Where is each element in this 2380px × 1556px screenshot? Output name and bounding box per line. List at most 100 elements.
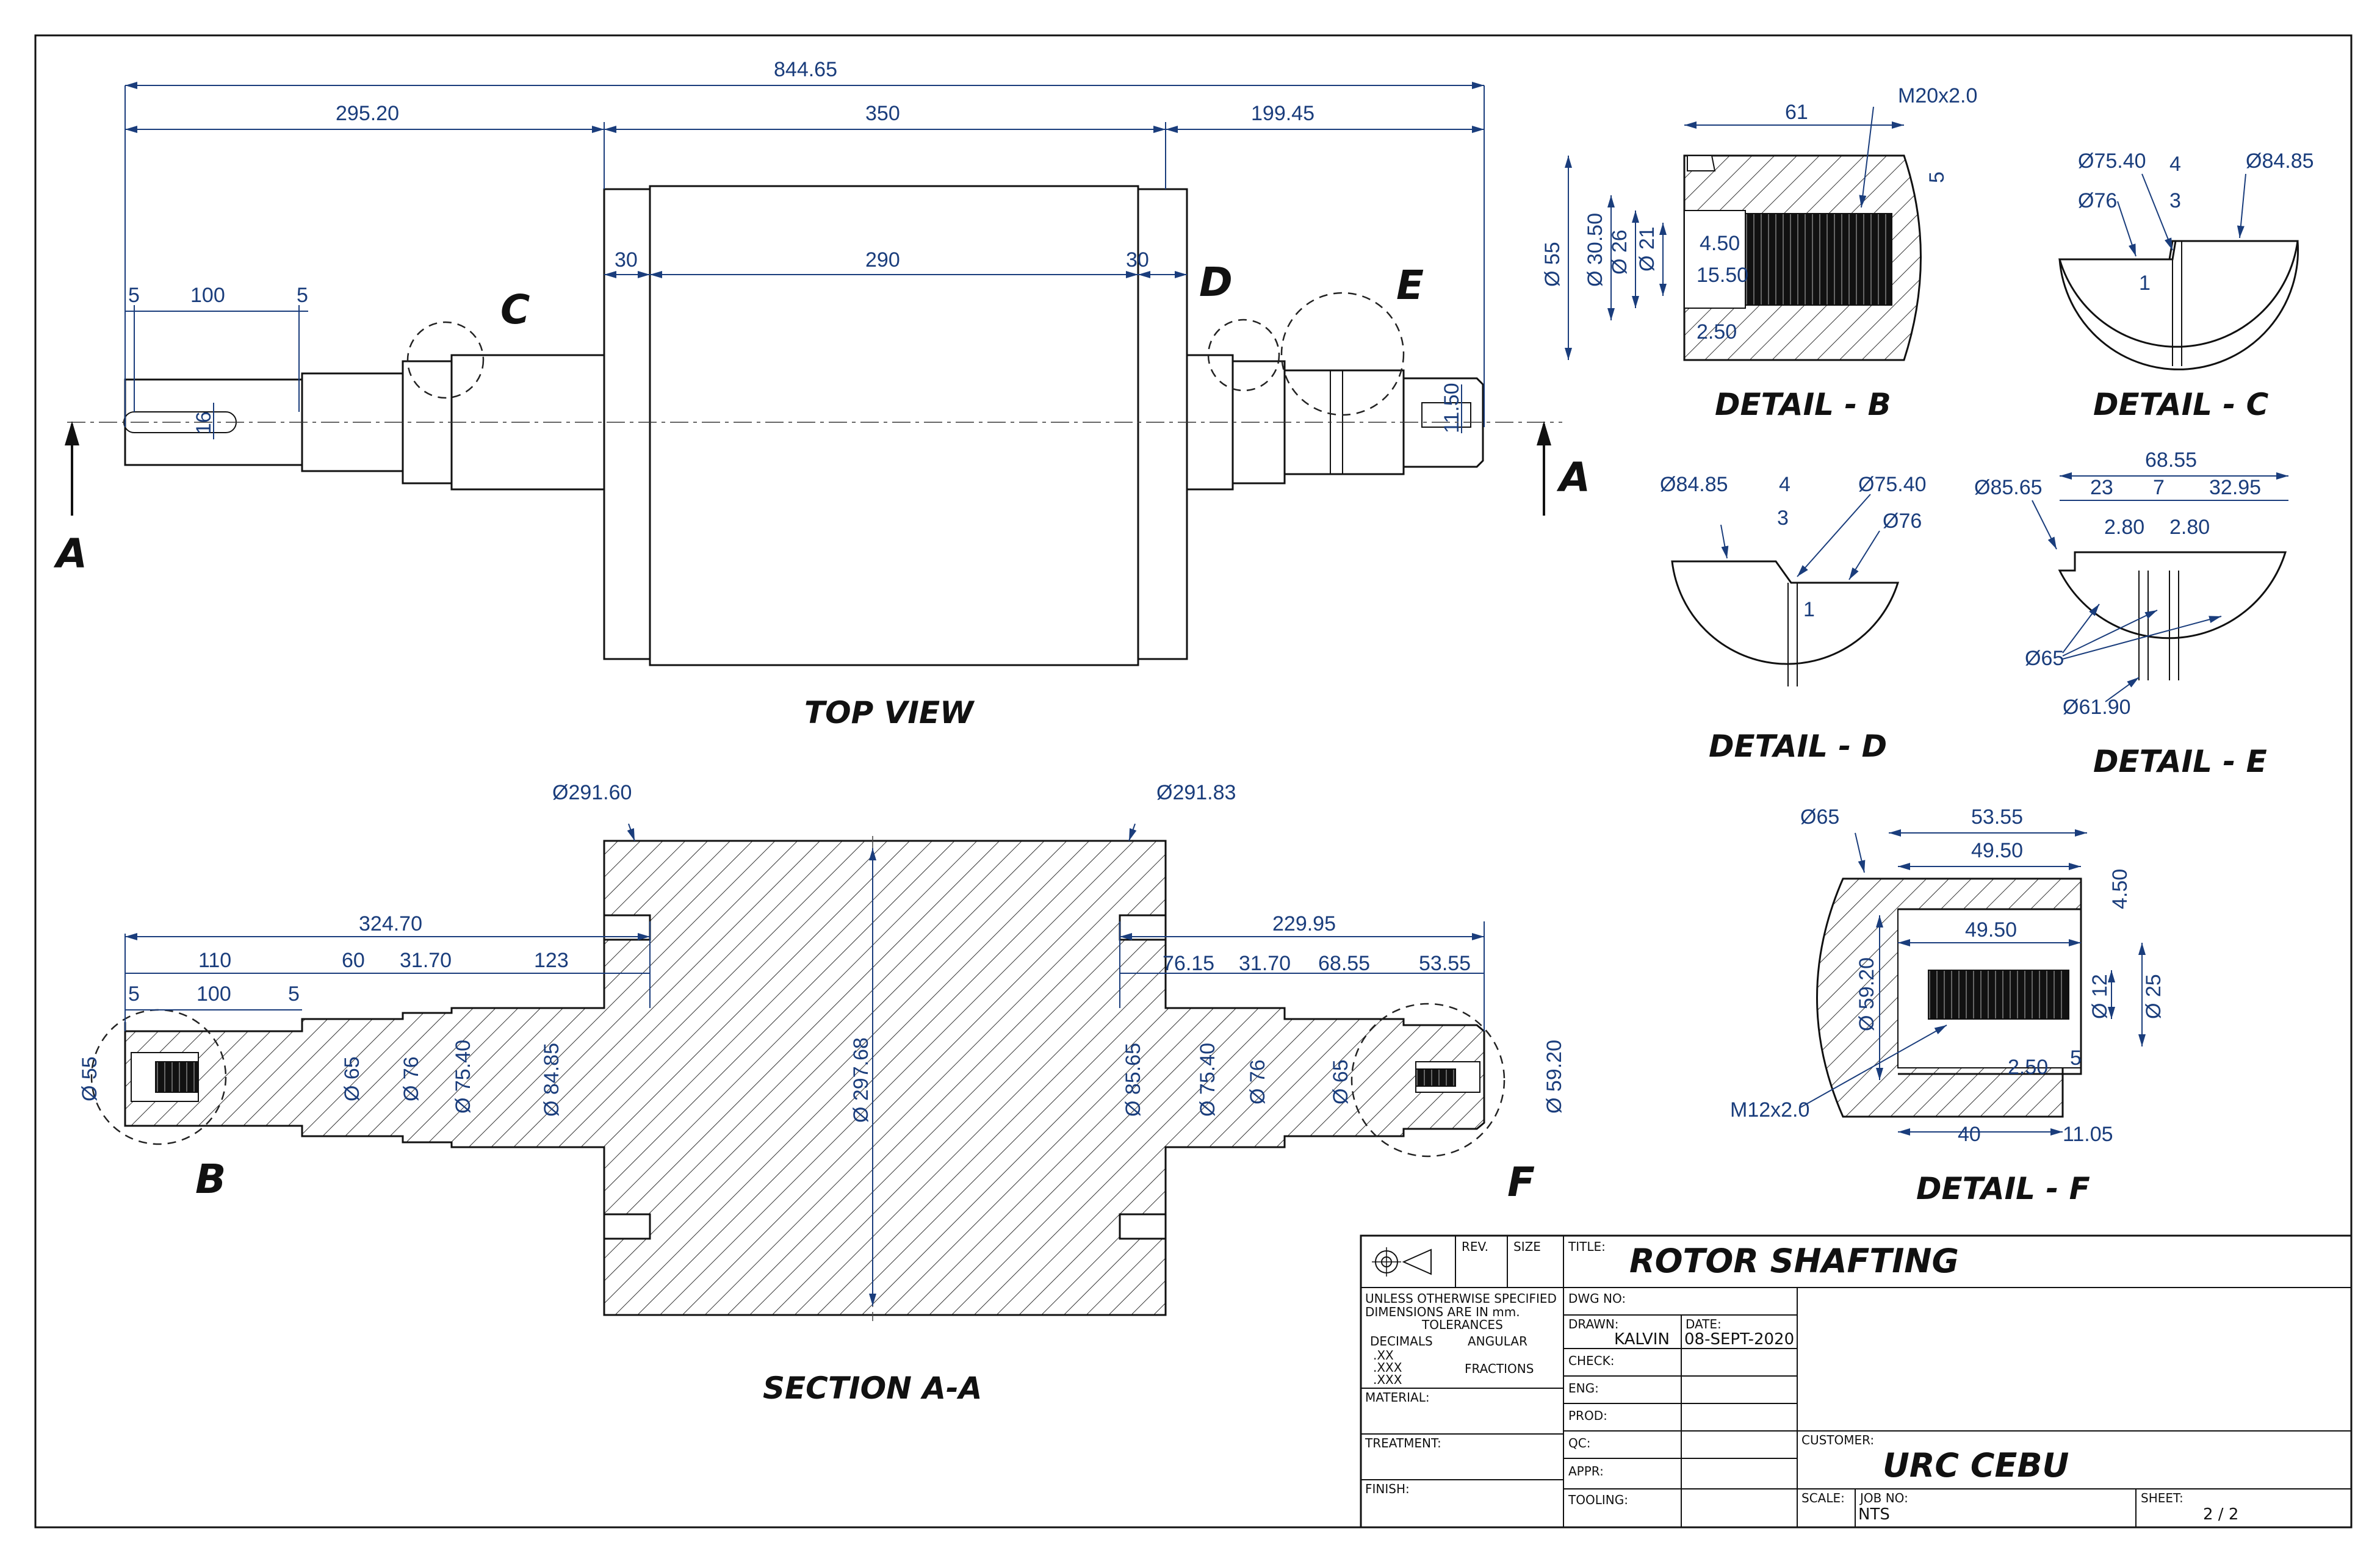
dim-d76b: Ø 76 xyxy=(1246,1059,1269,1104)
dim-l5a: 5 xyxy=(128,982,140,1006)
title-block: REV. SIZE TITLE: ROTOR SHAFTING UNLESS O… xyxy=(1360,1234,2353,1529)
dim-l31-70: 31.70 xyxy=(400,949,452,972)
detail-b-caption: DETAIL - B xyxy=(1715,387,1891,422)
detail-b-l2-50: 2.50 xyxy=(1697,320,1737,344)
dim-d65a: Ø 65 xyxy=(341,1056,364,1101)
detail-f-d59-20: Ø 59.20 xyxy=(1855,957,1878,1031)
detail-b-d26: Ø 26 xyxy=(1608,229,1631,275)
detail-c-d84-85: Ø84.85 xyxy=(2246,149,2314,173)
section-arrow-a-left: A xyxy=(53,530,87,577)
detail-f-w4-50: 4.50 xyxy=(2108,869,2132,909)
decimals-label: DECIMALS xyxy=(1370,1334,1433,1349)
dim-l100: 100 xyxy=(197,982,231,1006)
detail-e-d61-90: Ø61.90 xyxy=(2063,696,2131,719)
appr-label: APPR: xyxy=(1568,1464,1604,1479)
tooling-label: TOOLING: xyxy=(1568,1493,1628,1507)
angular-label: ANGULAR xyxy=(1468,1334,1527,1349)
dim-l110: 110 xyxy=(198,949,231,972)
dim-r31-70: 31.70 xyxy=(1239,952,1291,975)
detail-c-w4: 4 xyxy=(2169,153,2181,176)
detail-f-d65: Ø65 xyxy=(1800,805,1839,829)
detail-e: 68.55 Ø85.65 23 7 32.95 2.80 2.80 Ø65 Ø6… xyxy=(1974,448,2288,719)
dim-d59-20: Ø 59.20 xyxy=(1543,1040,1566,1114)
qc-label: QC: xyxy=(1568,1436,1590,1450)
tolerance-note-2: DIMENSIONS ARE IN mm. xyxy=(1365,1305,1520,1319)
detail-f-circle xyxy=(1350,1003,1506,1158)
eng-label: ENG: xyxy=(1568,1381,1599,1396)
detail-b-len: 61 xyxy=(1785,101,1808,124)
detail-f-l49-50b: 49.50 xyxy=(1965,918,2017,942)
job-no-label: JOB NO: xyxy=(1859,1491,1908,1505)
detail-e-label: E xyxy=(1396,262,1424,309)
detail-c: Ø75.40 4 Ø84.85 Ø76 3 1 xyxy=(2058,149,2314,371)
dim-key-length: 100 xyxy=(190,284,225,307)
detail-e-circle xyxy=(1280,292,1405,416)
prod-label: PROD: xyxy=(1568,1408,1607,1423)
detail-f: Ø65 53.55 49.50 49.50 4.50 Ø 59.20 Ø 12 … xyxy=(1730,805,2165,1146)
detail-d-d76: Ø76 xyxy=(1883,510,1922,533)
dim-slot: 11.50 xyxy=(1440,383,1463,433)
top-view: A A C D E 844.65 295.20 350 199.45 30 29… xyxy=(53,58,1590,666)
detail-f-label: F xyxy=(1507,1159,1535,1206)
detail-d-caption: DETAIL - D xyxy=(1709,729,1887,764)
dim-l5b: 5 xyxy=(288,982,300,1006)
detail-c-caption: DETAIL - C xyxy=(2093,387,2269,422)
detail-d-d84-85: Ø84.85 xyxy=(1660,473,1728,496)
dim-right-total: 229.95 xyxy=(1272,912,1336,935)
detail-b-thread: M20x2.0 xyxy=(1898,84,1977,107)
detail-f-caption: DETAIL - F xyxy=(1916,1171,2090,1206)
detail-e-total: 68.55 xyxy=(2145,448,2197,472)
detail-b-l4-50: 4.50 xyxy=(1700,232,1740,255)
material-label: MATERIAL: xyxy=(1365,1390,1430,1405)
dim-d75-40b: Ø 75.40 xyxy=(1196,1043,1219,1117)
detail-e-l7: 7 xyxy=(2153,476,2165,499)
detail-b-d30-50: Ø 30.50 xyxy=(1584,213,1607,287)
detail-f-thread: M12x2.0 xyxy=(1730,1098,1809,1122)
date-value: 08-SEPT-2020 xyxy=(1684,1330,1794,1349)
dwg-no-label: DWG NO: xyxy=(1568,1291,1626,1306)
detail-f-l11-05: 11.05 xyxy=(2063,1123,2113,1146)
detail-b: M20x2.0 61 5 Ø 55 Ø 30.50 Ø 26 Ø 21 4.50… xyxy=(1541,84,1977,361)
fractions-label: FRACTIONS xyxy=(1465,1361,1534,1376)
detail-f-d12: Ø 12 xyxy=(2088,974,2111,1019)
detail-b-label: B xyxy=(195,1156,226,1203)
dim-body: 290 xyxy=(865,248,900,272)
section-arrow-a-right: A xyxy=(1556,454,1590,501)
drawn-by: KALVIN xyxy=(1614,1330,1670,1349)
detail-f-l40: 40 xyxy=(1958,1123,1981,1146)
detail-b-d21: Ø 21 xyxy=(1635,226,1659,272)
dim-r76-15: 76.15 xyxy=(1163,952,1214,975)
section-a-a: B F Ø291.60 Ø291.83 324.70 229.95 110 60… xyxy=(78,781,1566,1321)
dim-r53-55: 53.55 xyxy=(1419,952,1471,975)
detail-e-d65: Ø65 xyxy=(2025,647,2064,670)
detail-e-d85-65: Ø85.65 xyxy=(1974,476,2043,499)
date-label: DATE: xyxy=(1686,1317,1722,1331)
detail-e-caption: DETAIL - E xyxy=(2093,744,2267,779)
scale-label: SCALE: xyxy=(1801,1491,1845,1505)
dim-d297-68: Ø 297.68 xyxy=(849,1037,873,1123)
customer-name: URC CEBU xyxy=(1883,1446,2069,1485)
dim-left-total: 324.70 xyxy=(359,912,422,935)
title-label: TITLE: xyxy=(1568,1239,1606,1254)
dim-left: 295.20 xyxy=(336,102,399,125)
dim-key-width: 16 xyxy=(192,411,215,434)
detail-b-top: 5 xyxy=(1925,171,1949,183)
section-caption: SECTION A-A xyxy=(763,1371,982,1406)
detail-e-g1: 2.80 xyxy=(2104,516,2144,539)
detail-f-d25: Ø 25 xyxy=(2142,974,2165,1019)
dim-middle: 350 xyxy=(865,102,900,125)
sheet-value: 2 / 2 xyxy=(2203,1505,2238,1524)
finish-label: FINISH: xyxy=(1365,1482,1410,1496)
detail-d: Ø84.85 4 Ø75.40 3 Ø76 1 xyxy=(1660,473,1927,686)
detail-d-label: D xyxy=(1199,259,1233,306)
treatment-label: TREATMENT: xyxy=(1365,1436,1441,1450)
scale-value: NTS xyxy=(1858,1505,1890,1524)
detail-f-l2-50: 2.50 xyxy=(2008,1056,2048,1079)
dim-d76a: Ø 76 xyxy=(400,1056,423,1101)
dim-overall: 844.65 xyxy=(774,58,837,81)
detail-e-l32-95: 32.95 xyxy=(2209,476,2261,499)
dim-l123: 123 xyxy=(534,949,569,972)
customer-label: CUSTOMER: xyxy=(1801,1433,1874,1447)
drawing-title: ROTOR SHAFTING xyxy=(1629,1242,1959,1280)
detail-f-l49-50a: 49.50 xyxy=(1971,839,2023,862)
